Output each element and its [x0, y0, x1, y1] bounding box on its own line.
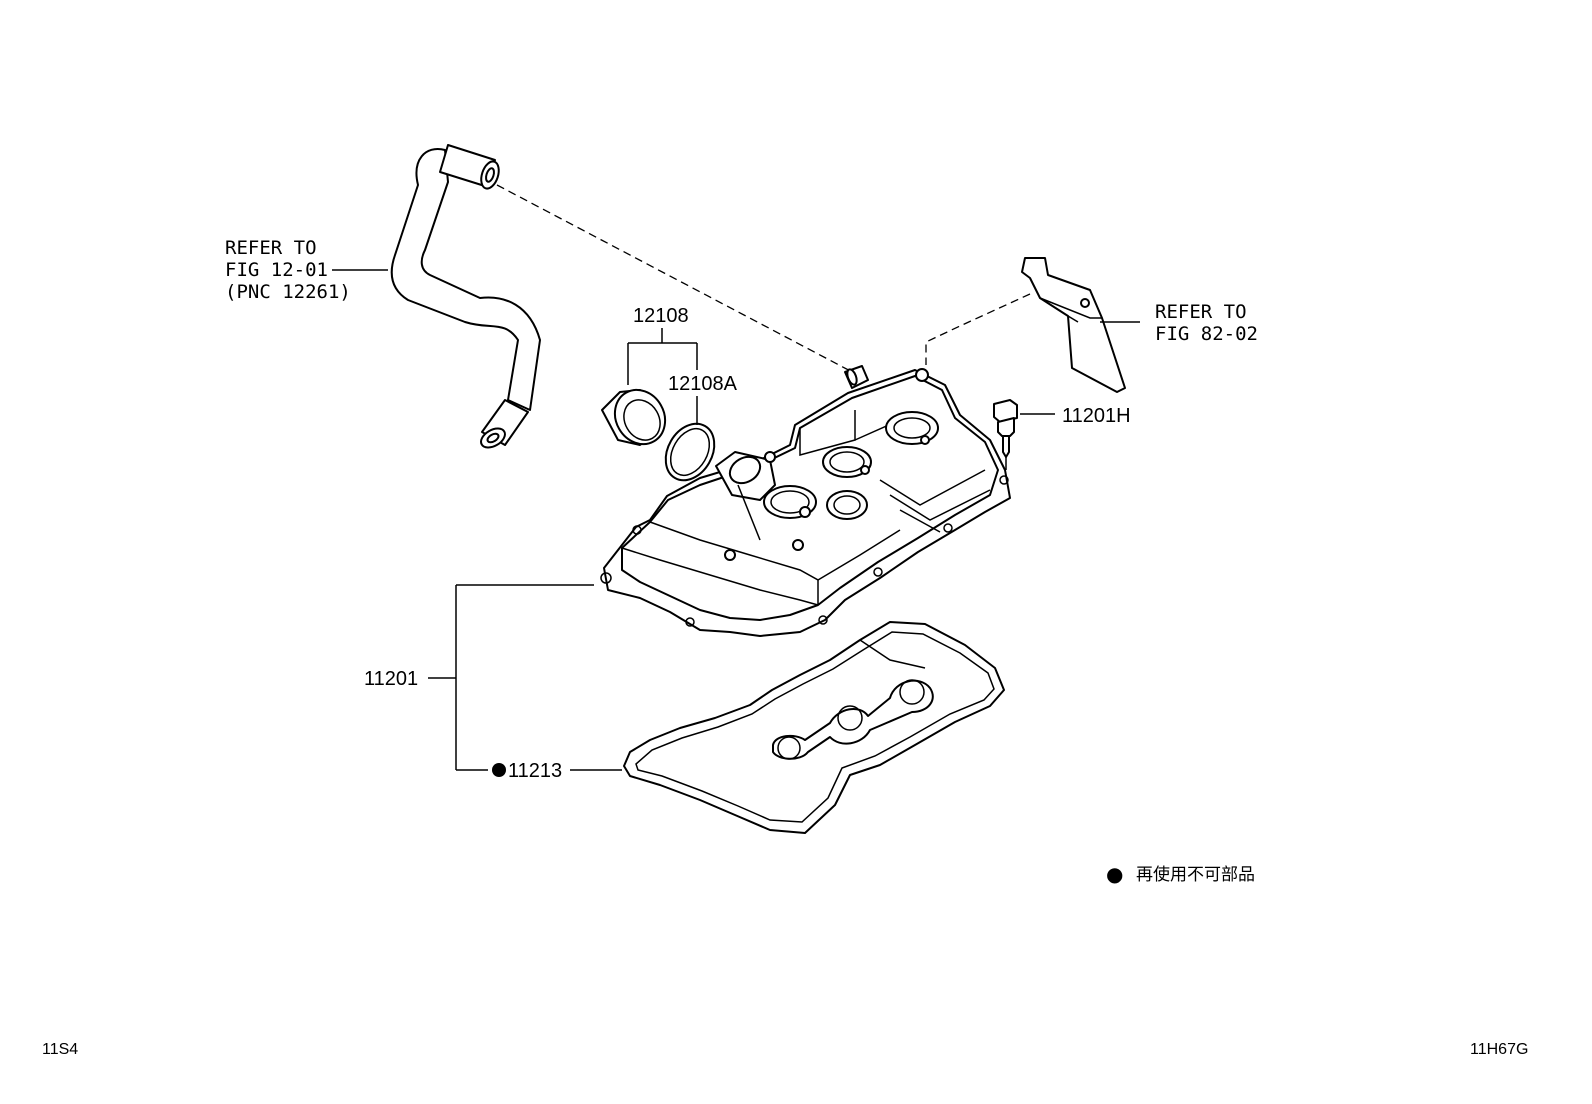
label-12108: 12108 [633, 305, 689, 327]
hose-connection-dash [496, 184, 859, 376]
head-cover-gasket [623, 621, 1005, 834]
bracket-connection-dash [925, 293, 1031, 365]
bracket [1021, 257, 1126, 393]
oil-filler-cap [601, 388, 667, 446]
label-11201h: 11201H [1062, 405, 1131, 427]
footer-right-code: 11H67G [1470, 1041, 1528, 1058]
refer-hose-line3: (PNC 12261) [225, 281, 351, 303]
legend-text: 再使用不可部品 [1136, 864, 1255, 885]
refer-hose-line2: FIG 12-01 [225, 259, 328, 281]
footer-left-code: 11S4 [42, 1041, 78, 1058]
refer-hose-line1: REFER TO [225, 237, 317, 259]
refer-bracket-line2: FIG 82-02 [1155, 323, 1258, 345]
label-12108a: 12108A [668, 373, 738, 395]
refer-bracket-line1: REFER TO [1155, 301, 1247, 323]
cylinder-head-cover [600, 365, 1011, 637]
breather-hose [390, 144, 541, 449]
leader-12108 [627, 328, 698, 385]
stud-bolt [993, 399, 1018, 470]
oil-filler-cap-gasket [664, 422, 716, 482]
legend-marker-icon: ● [1106, 862, 1123, 886]
label-11201: 11201 [364, 668, 418, 690]
non-reusable-marker-icon [492, 763, 506, 777]
label-11213: 11213 [508, 760, 562, 782]
leader-11201 [428, 584, 594, 771]
